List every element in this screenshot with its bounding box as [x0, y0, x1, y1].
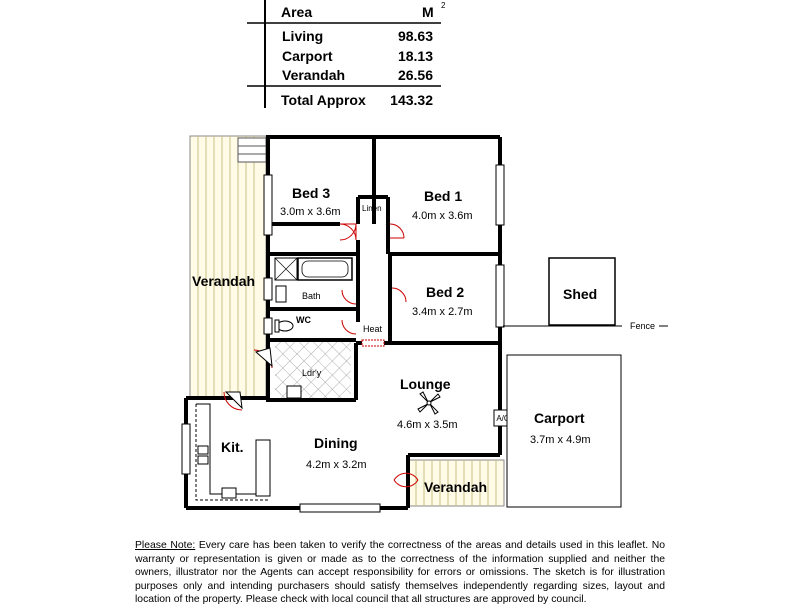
verandah-side-label: Verandah [192, 273, 255, 289]
area-unit-sup: 2 [441, 1, 446, 10]
bed2-dims: 3.4m x 2.7m [412, 306, 473, 318]
area-row-value: 98.63 [398, 28, 433, 44]
carport-dims: 3.7m x 4.9m [530, 434, 591, 446]
windows [181, 164, 505, 513]
area-unit: M [422, 4, 434, 20]
carport-label: Carport [534, 410, 585, 426]
bed1-dims: 4.0m x 3.6m [412, 210, 473, 222]
area-row-label: Carport [282, 48, 333, 64]
door-swings [223, 223, 419, 488]
wc-label: WC [296, 315, 311, 325]
bed2-label: Bed 2 [426, 284, 464, 300]
verandah-front-label: Verandah [424, 479, 487, 495]
area-row-value: 26.56 [398, 67, 433, 83]
dining-label: Dining [314, 435, 358, 451]
side-verandah: Verandah [189, 135, 267, 399]
kitchen-benches [195, 403, 271, 501]
area-header: Area [281, 4, 312, 20]
lounge-label: Lounge [400, 376, 451, 392]
bed3-label: Bed 3 [292, 185, 330, 201]
front-verandah: Verandah [407, 459, 505, 507]
heater [361, 339, 385, 347]
laundry-trough [286, 385, 302, 399]
area-table: Area M 2 Living 98.63 Carport 18.13 Vera… [247, 0, 446, 108]
area-total-label: Total Approx [281, 92, 366, 108]
disclaimer-note: Please Note: Every care has been taken t… [135, 539, 665, 607]
laundry-label: Ldr'y [302, 368, 322, 378]
area-total-value: 143.32 [390, 92, 433, 108]
carport [506, 354, 622, 508]
fence-label: Fence [630, 321, 655, 331]
ceiling-fan-icon [417, 391, 441, 415]
note-text: Every care has been taken to verify the … [135, 540, 665, 606]
shed-label: Shed [563, 286, 597, 302]
area-row-value: 18.13 [398, 48, 433, 64]
note-label: Please Note: [135, 540, 196, 551]
bed1-label: Bed 1 [424, 188, 462, 204]
lounge-dims: 4.6m x 3.5m [397, 419, 458, 431]
shed [548, 257, 616, 326]
floor-plan: Area M 2 Living 98.63 Carport 18.13 Vera… [181, 0, 668, 513]
area-row-label: Living [282, 28, 323, 44]
linen-label: Linen [362, 204, 382, 213]
kitchen-label: Kit. [221, 439, 244, 455]
area-row-label: Verandah [282, 67, 345, 83]
bed3-dims: 3.0m x 3.6m [280, 206, 341, 218]
dining-dims: 4.2m x 3.2m [306, 459, 367, 471]
basin [275, 285, 287, 303]
heat-label: Heat [363, 324, 383, 334]
ac-label: A/C [496, 414, 510, 423]
bath-label: Bath [302, 291, 321, 301]
